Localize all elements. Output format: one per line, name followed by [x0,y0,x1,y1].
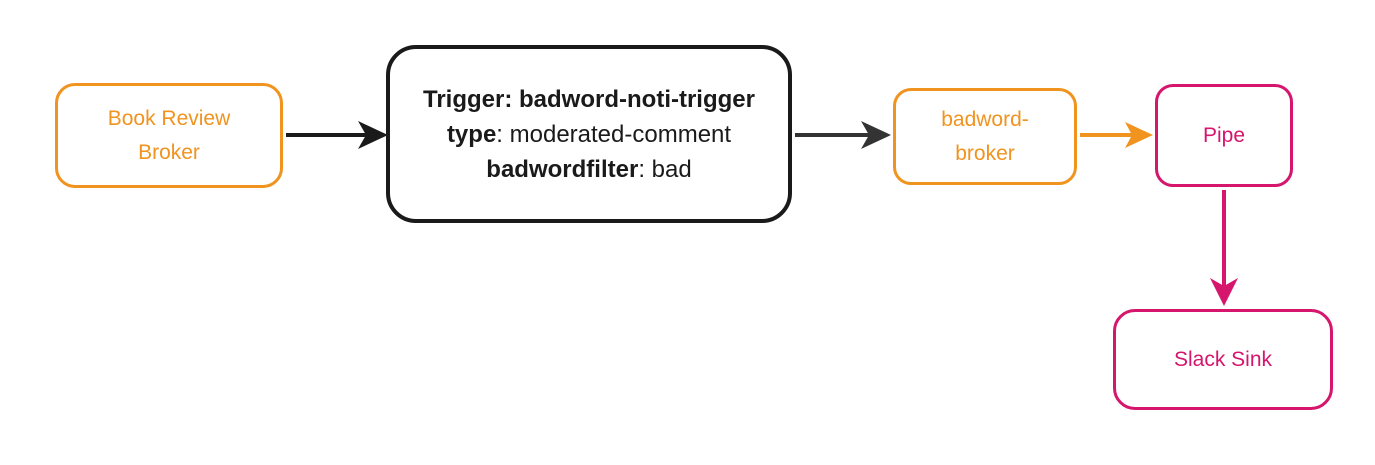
node-badword-broker: badword- broker [893,88,1077,185]
trigger-line1-text: Trigger: badword-noti-trigger [423,85,755,113]
trigger-line3: badwordfilter: bad [486,152,691,187]
node-badword-broker-label-line1: badword- [941,107,1029,131]
node-book-review-broker-label-line1: Book Review [107,106,231,130]
node-slack-sink-label: Slack Sink [1173,347,1273,371]
trigger-line2-value: : moderated-comment [496,120,732,148]
trigger-line2: type: moderated-comment [447,117,731,152]
arrowhead-pipe-to-slack-sink [1210,278,1238,306]
trigger-line2-key: type [446,120,497,148]
node-slack-sink: Slack Sink [1113,309,1333,410]
arrowhead-trigger-to-badword-broker [861,121,891,149]
arrowhead-broker-to-trigger [358,121,388,149]
trigger-line3-value: : bad [638,155,692,183]
node-book-review-broker: Book Review Broker [55,83,283,188]
trigger-line3-key: badwordfilter [486,155,639,183]
node-badword-broker-label-line2: broker [955,141,1015,165]
arrowhead-badword-broker-to-pipe [1125,122,1153,148]
trigger-line1: Trigger: badword-noti-trigger [423,82,755,117]
node-pipe: Pipe [1155,84,1293,187]
node-book-review-broker-label-line2: Broker [138,140,200,164]
node-pipe-label: Pipe [1202,123,1246,147]
node-trigger: Trigger: badword-noti-trigger type: mode… [386,45,792,223]
